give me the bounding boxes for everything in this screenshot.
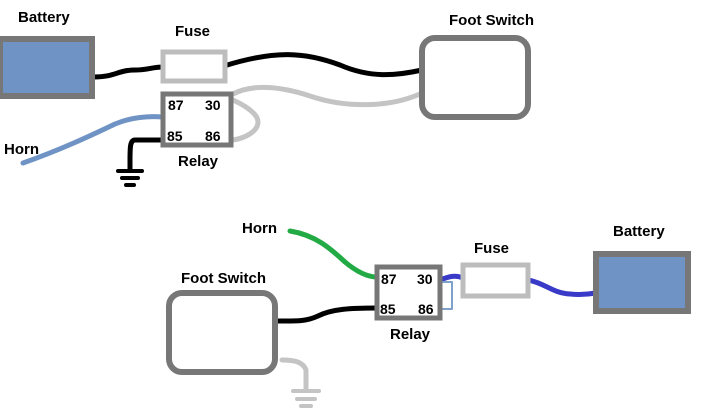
- bottom-diagram: Foot Switch 87 30 85 86 Relay Fuse Batte…: [166, 220, 691, 408]
- bottom-relay-pin-87: 87: [381, 271, 397, 287]
- top-wire-horn: [20, 114, 166, 166]
- bottom-wire-relay-jumper: [439, 281, 453, 310]
- bottom-battery-label: Battery: [613, 223, 665, 240]
- top-battery: [0, 36, 95, 99]
- bottom-relay-pin-30: 30: [417, 271, 433, 287]
- top-fuse-label: Fuse: [175, 23, 210, 40]
- bottom-wire-relay-to-fuse: [437, 273, 466, 283]
- bottom-fuse: [460, 262, 531, 299]
- top-wire-foot-switch-to-relay: [230, 85, 425, 108]
- bottom-relay: [374, 264, 443, 321]
- top-relay-pin-86: 86: [205, 128, 221, 144]
- bottom-wire-horn: [287, 228, 380, 280]
- top-ground-icon: [116, 169, 144, 187]
- top-relay-pin-85: 85: [167, 128, 183, 144]
- bottom-fuse-label: Fuse: [474, 240, 509, 257]
- top-diagram: Battery Fuse Foot Switch 87 30 85 86 Rel…: [0, 9, 534, 187]
- top-wire-relay-jumper: [230, 97, 261, 143]
- top-horn-label: Horn: [4, 141, 39, 158]
- bottom-foot-switch: [166, 290, 278, 375]
- top-foot-switch-label: Foot Switch: [449, 12, 534, 29]
- bottom-relay-label: Relay: [390, 326, 431, 343]
- top-relay-label: Relay: [178, 153, 219, 170]
- bottom-horn-label: Horn: [242, 220, 277, 237]
- top-fuse: [160, 49, 228, 84]
- top-foot-switch: [419, 35, 531, 120]
- top-relay-pin-30: 30: [205, 97, 221, 113]
- bottom-ground-icon: [291, 389, 321, 408]
- bottom-foot-switch-label: Foot Switch: [181, 270, 266, 287]
- top-relay: [160, 91, 234, 148]
- bottom-wire-fuse-to-battery: [525, 277, 599, 297]
- bottom-wire-ground: [279, 357, 309, 393]
- top-wire-ground: [127, 137, 166, 173]
- bottom-relay-pin-85: 85: [380, 301, 396, 317]
- top-battery-label: Battery: [18, 9, 70, 26]
- bottom-battery: [593, 251, 691, 314]
- top-wire-fuse-to-foot-switch: [221, 52, 425, 78]
- top-relay-pin-87: 87: [168, 97, 184, 113]
- bottom-wire-foot-switch-to-relay: [272, 305, 380, 324]
- bottom-relay-pin-86: 86: [418, 301, 434, 317]
- top-wire-battery-to-fuse: [91, 64, 166, 80]
